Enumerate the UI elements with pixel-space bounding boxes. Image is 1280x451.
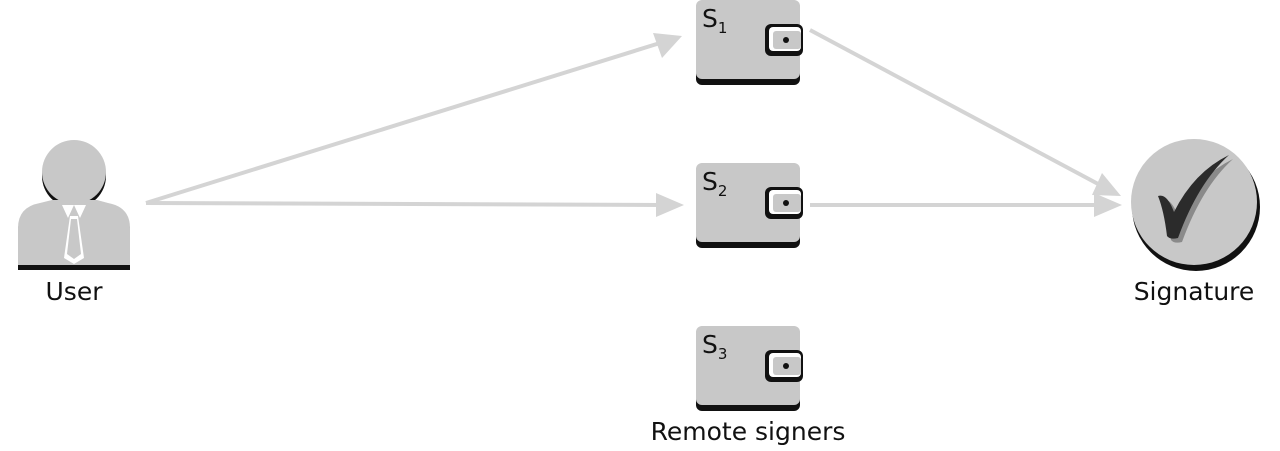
wallet-icon <box>696 326 803 411</box>
remote-signers-caption: Remote signers <box>651 417 846 446</box>
signer-2-subscript: 2 <box>718 182 728 200</box>
signer-3: S3 <box>696 326 803 411</box>
signer-2-letter: S <box>702 167 718 196</box>
signer-3-name: S3 <box>702 330 727 363</box>
signer-1: S1 <box>696 0 803 85</box>
user-label: User <box>46 277 104 306</box>
signer-2-name: S2 <box>702 167 727 200</box>
user-node: User <box>18 140 130 306</box>
checkmark-icon <box>1131 139 1260 271</box>
signer-2: S2 <box>696 163 803 248</box>
signature-label: Signature <box>1134 277 1255 306</box>
signer-3-letter: S <box>702 330 718 359</box>
signature-node: Signature <box>1131 139 1260 306</box>
edges <box>145 28 1122 217</box>
edge-signer-2-to-signature <box>810 193 1122 217</box>
signer-1-name: S1 <box>702 4 727 37</box>
signer-1-letter: S <box>702 4 718 33</box>
signer-3-subscript: 3 <box>718 345 728 363</box>
edge-user-to-signer-1 <box>145 33 682 205</box>
signer-1-subscript: 1 <box>718 19 728 37</box>
user-icon <box>18 140 130 270</box>
edge-user-to-signer-2 <box>145 193 684 217</box>
wallet-icon <box>696 163 803 248</box>
wallet-icon <box>696 0 803 85</box>
edge-signer-1-to-signature <box>809 28 1121 196</box>
